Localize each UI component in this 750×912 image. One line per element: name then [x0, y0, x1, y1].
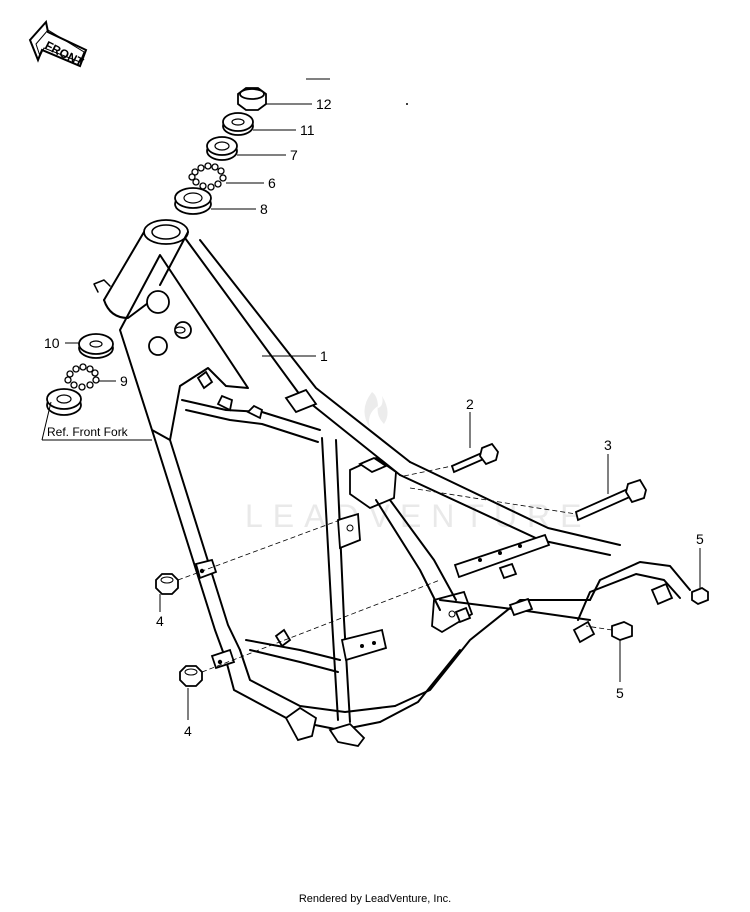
callout-6: 6: [268, 175, 276, 191]
part-ref-race: [46, 388, 82, 416]
callout-5-right: 5: [696, 531, 704, 547]
callout-11: 11: [300, 122, 315, 138]
part-5-plug-right: [691, 548, 709, 606]
part-8-bearing-cup: [174, 187, 256, 215]
part-11-washer: [222, 112, 296, 136]
callout-2: 2: [466, 396, 474, 412]
part-3-bolt: [574, 454, 647, 522]
callout-5-lower: 5: [616, 685, 624, 701]
reference-front-fork-label: Ref. Front Fork: [47, 425, 128, 439]
callout-4-upper: 4: [156, 613, 164, 629]
part-6-steel-balls: [188, 162, 264, 191]
watermark-text: LEADVENTURE: [245, 498, 592, 534]
callout-3: 3: [604, 437, 612, 453]
part-4-nut-lower: [179, 665, 203, 720]
callout-10: 10: [44, 335, 60, 351]
callout-12: 12: [316, 96, 332, 112]
part-9-steel-balls: [64, 363, 116, 391]
part-7-race: [206, 136, 286, 161]
callout-8: 8: [260, 201, 268, 217]
assembly-lines: [177, 465, 613, 673]
part-2-bolt: [450, 412, 499, 474]
part-1-frame: [93, 219, 691, 747]
part-5-plug-lower: [611, 621, 633, 682]
reference-bracket: [41, 401, 152, 441]
watermark: LEADVENTURE: [245, 392, 592, 534]
callout-7: 7: [290, 147, 298, 163]
callout-9: 9: [120, 373, 128, 389]
part-4-nut-upper: [155, 573, 179, 612]
callout-1: 1: [320, 348, 328, 364]
callout-4-lower: 4: [184, 723, 192, 739]
front-arrow-icon: FRONT: [28, 19, 88, 70]
part-10-washer: [65, 333, 114, 359]
part-12-stem-nut: [237, 87, 312, 111]
footer-credit: Rendered by LeadVenture, Inc.: [298, 893, 452, 905]
callout-labels: 12 11 7 6 8 1 10 9 2 3 5 4 5 4: [44, 96, 704, 739]
